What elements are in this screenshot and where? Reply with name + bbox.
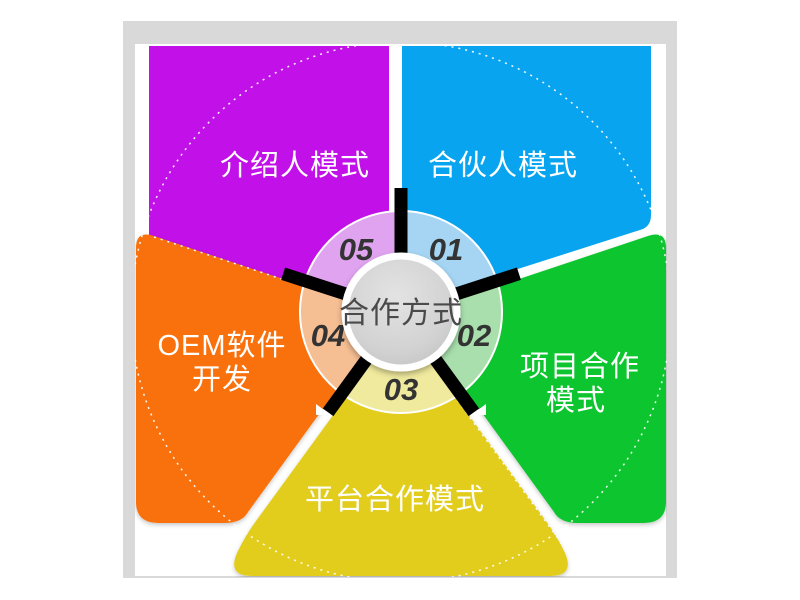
petal-04-label-line1: OEM软件 [157,329,286,362]
petal-labels: 合伙人模式 项目合作 模式 平台合作模式 OEM软件 开发 介绍人模式 [157,149,640,516]
frame-left-bar [123,21,135,578]
white-notch-right [471,404,486,415]
petal-03-label: 平台合作模式 [305,483,485,516]
center-circle [348,259,454,365]
ring-numbers: 01 02 03 04 05 [311,232,491,407]
slide-frame [123,21,677,578]
ring-number-04: 04 [311,318,345,353]
petal-02-label-line1: 项目合作 [520,350,640,383]
wedge-top [394,188,408,272]
petal-05-label: 介绍人模式 [220,149,370,182]
frame-bottom-line [123,576,677,578]
white-notch-left [316,404,331,415]
petal-04-label-line2: 开发 [192,363,252,396]
ring-number-05: 05 [339,232,374,267]
petal-02-label-line2: 模式 [546,384,606,417]
petal-01-label: 合伙人模式 [428,149,578,182]
ring-number-02: 02 [457,318,491,353]
ring-number-03: 03 [384,372,418,407]
petal-03-platform [234,322,568,576]
center-hub: 合作方式 [339,252,463,372]
ring-number-01: 01 [429,232,463,267]
frame-right-bar [666,21,677,578]
frame-top-bar [123,21,677,44]
center-label: 合作方式 [339,297,463,330]
